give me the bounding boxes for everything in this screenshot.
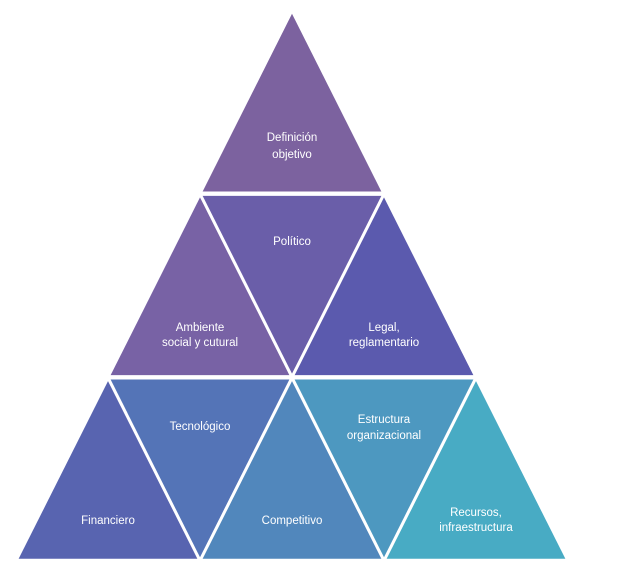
- triangle-label-ambiente: Ambiente: [176, 322, 225, 334]
- triangle-ambiente: Ambiente social y cutural: [110, 197, 290, 376]
- triangle-estructura: Estructura organizacional: [294, 379, 474, 558]
- triangle-label-politico: Político: [273, 236, 311, 248]
- triangle-label-estructura: organizacional: [347, 430, 421, 442]
- triangle-label-recursos: infraestructura: [439, 522, 513, 534]
- triangle-label-estructura: Estructura: [358, 414, 411, 426]
- triangle-shape-definicion: [202, 13, 382, 192]
- triangle-politico: Político: [202, 195, 382, 374]
- triangle-label-ambiente: social y cutural: [162, 337, 238, 349]
- triangle-recursos: Recursos, infraestructura: [386, 381, 566, 559]
- triangle-shape-ambiente: [110, 197, 290, 376]
- triangle-shape-politico: [202, 195, 382, 374]
- triangle-label-tecnologico: Tecnológico: [170, 421, 231, 433]
- triangle-shape-tecnologico: [110, 379, 290, 558]
- triangle-shape-financiero: [18, 381, 198, 559]
- triangle-label-definicion: Definición: [267, 132, 318, 144]
- triangle-label-financiero: Financiero: [81, 515, 135, 527]
- triangle-shape-competitivo: [202, 381, 382, 559]
- triangle-shape-estructura: [294, 379, 474, 558]
- triangle-label-legal: Legal,: [368, 322, 399, 334]
- triangle-tecnologico: Tecnológico: [110, 379, 290, 558]
- triangle-label-recursos: Recursos,: [450, 507, 502, 519]
- triangle-shape-recursos: [386, 381, 566, 559]
- triangle-label-competitivo: Competitivo: [262, 515, 323, 527]
- triangle-legal: Legal, reglamentario: [294, 197, 474, 376]
- triangle-financiero: Financiero: [18, 381, 198, 559]
- triangle-definicion: Definición objetivo: [202, 13, 382, 192]
- triangle-label-legal: reglamentario: [349, 337, 419, 349]
- triangle-competitivo: Competitivo: [202, 381, 382, 559]
- triangle-shape-legal: [294, 197, 474, 376]
- triangle-label-definicion: objetivo: [272, 149, 312, 161]
